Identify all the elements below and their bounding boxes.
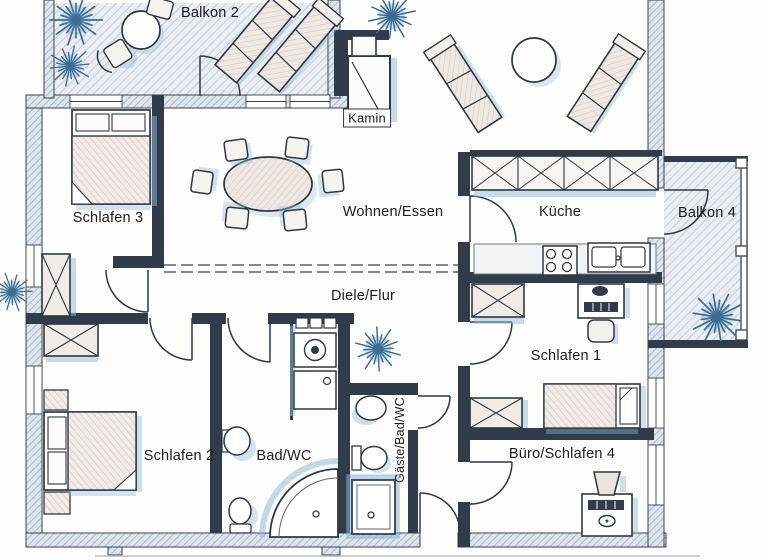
plant-icon (349, 321, 407, 377)
dining-chair (283, 135, 314, 166)
dining-chair (316, 168, 346, 199)
room-label-schlafen1: Schlafen 1 (530, 348, 602, 364)
interior-walls (26, 30, 748, 547)
window-icon (69, 94, 123, 109)
stove (542, 245, 578, 276)
room-label-schlafen2: Schlafen 2 (143, 448, 215, 464)
lounger-living (564, 33, 648, 135)
window-icon (647, 377, 665, 429)
wardrobe (43, 323, 99, 362)
door-schlafen1 (469, 321, 513, 365)
desk-lamp (593, 471, 626, 496)
nightstand (43, 389, 71, 515)
door-balkon4 (663, 189, 709, 235)
toilet (228, 497, 258, 534)
desk-buero (581, 493, 638, 537)
room-label-kamin: Kamin (343, 108, 391, 128)
living-round-table (511, 37, 561, 87)
balcony2-table (121, 10, 164, 54)
bed-schlafen1 (543, 383, 646, 434)
dining-chair (189, 165, 220, 196)
door-schlafen3 (105, 269, 149, 313)
window-icon (647, 283, 665, 325)
window-icon (245, 94, 287, 109)
door-schlafen2 (149, 317, 193, 361)
door-gaeste-bad (417, 395, 451, 429)
wardrobe (471, 283, 525, 324)
washing-machine (290, 317, 337, 416)
windows (25, 94, 665, 506)
kitchen-sink (587, 242, 651, 273)
washbasin (352, 395, 387, 425)
room-label-gaeste-bad-wc: Gäste/Bad/WC (393, 397, 407, 483)
window-icon (289, 94, 331, 109)
room-label-schlafen3: Schlafen 3 (72, 210, 144, 226)
room-label-wohnen-essen: Wohnen/Essen (342, 204, 444, 220)
room-label-diele-flur: Diele/Flur (330, 288, 396, 304)
entrance-door (419, 492, 461, 534)
desk-chair (587, 319, 618, 344)
window-icon (25, 365, 43, 415)
door-bad-wc (227, 317, 271, 363)
kitchen-cabinets (471, 155, 659, 197)
room-label-balkon2: Balkon 2 (180, 5, 240, 21)
washbasin (221, 426, 256, 461)
dining-chair (220, 200, 251, 230)
toilet (351, 445, 391, 473)
room-label-buero-schlafen4: Büro/Schlafen 4 (508, 446, 616, 462)
window-icon (647, 444, 665, 506)
wardrobe (469, 397, 528, 429)
open-passage-line (164, 264, 458, 273)
room-label-bad-wc: Bad/WC (256, 448, 312, 464)
room-label-kueche: Küche (538, 204, 582, 220)
desk-schlafen1 (577, 283, 630, 319)
lounger-living (422, 32, 506, 135)
corner-shower (259, 458, 339, 538)
balcony2-chair (146, 0, 174, 20)
dining-chair (222, 137, 254, 168)
dining-table (223, 156, 317, 217)
door-kueche (469, 195, 517, 243)
window-icon (25, 244, 43, 288)
bed-schlafen2 (43, 411, 142, 496)
bed-schlafen3 (71, 109, 157, 210)
wardrobe (41, 253, 76, 317)
door-buero (469, 461, 513, 505)
room-label-balkon4: Balkon 4 (677, 205, 737, 221)
balcony2-chair (96, 38, 138, 74)
shower (346, 474, 400, 539)
